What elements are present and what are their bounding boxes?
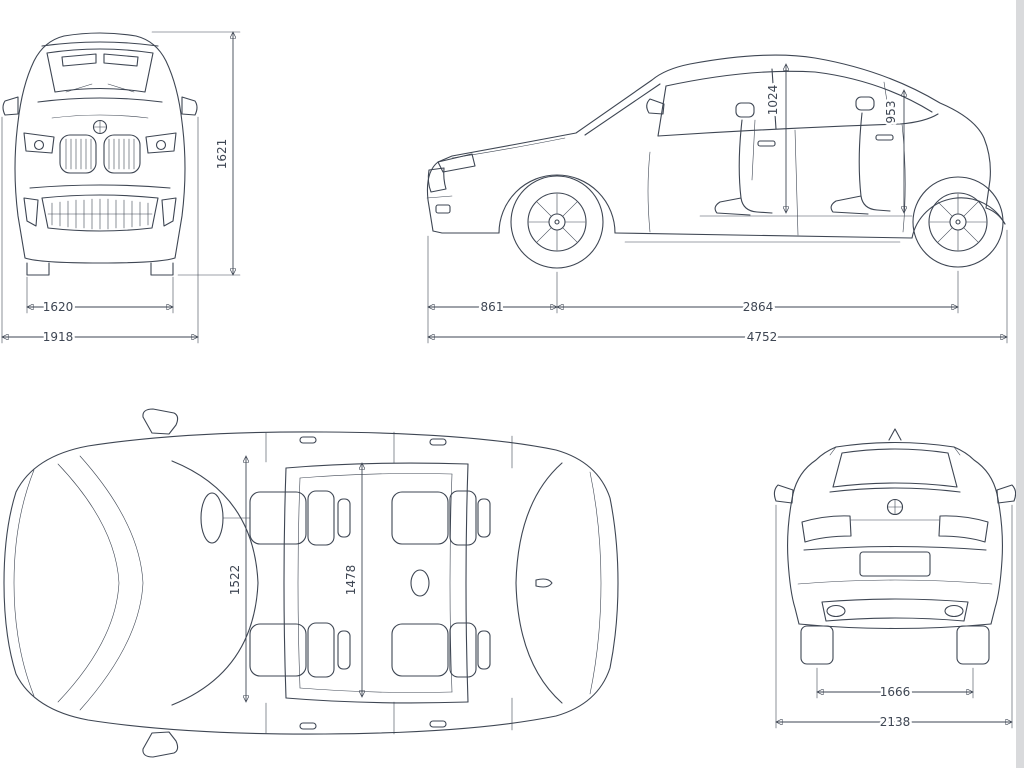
rear-license-plate bbox=[859, 551, 931, 577]
front-width-label: 1918 bbox=[43, 330, 74, 344]
front-roof-line bbox=[41, 41, 159, 47]
front-bmw-logo bbox=[92, 119, 108, 135]
rear-roof-line bbox=[835, 441, 955, 448]
rear-window bbox=[832, 448, 958, 488]
side-front-wheel bbox=[510, 175, 604, 269]
top-right-mirror bbox=[142, 731, 179, 758]
top-hatch-line bbox=[589, 471, 602, 695]
side-glasshouse bbox=[584, 68, 939, 137]
front-wheels bbox=[26, 262, 174, 276]
top-sunroof bbox=[297, 473, 453, 693]
rear-dimensions: 1666 2138 bbox=[775, 504, 1013, 732]
front-lower-intake bbox=[41, 194, 159, 232]
front-sun-visors bbox=[61, 53, 139, 67]
side-overhang-label: 861 bbox=[481, 300, 504, 314]
front-kidney-grille bbox=[59, 134, 141, 174]
top-door-handles bbox=[299, 436, 447, 730]
front-side-scoops bbox=[23, 197, 177, 227]
top-hood-lines bbox=[57, 455, 144, 711]
side-front-headroom-label: 1024 bbox=[766, 85, 780, 116]
front-dimensions: 1621 1620 1918 bbox=[1, 31, 241, 347]
top-front-width-label: 1522 bbox=[228, 565, 242, 596]
side-front-headrest bbox=[735, 102, 755, 118]
front-windshield bbox=[46, 48, 154, 93]
rear-right-mirror bbox=[996, 484, 1017, 504]
side-body-outline bbox=[426, 54, 991, 232]
side-seats bbox=[699, 96, 913, 217]
rear-tailgate-line bbox=[829, 487, 961, 493]
side-rear-wheel-arch bbox=[911, 197, 1006, 239]
side-rear-headrest bbox=[855, 96, 875, 111]
side-underbody bbox=[432, 174, 1006, 243]
side-door-lines bbox=[647, 123, 906, 236]
top-mirrors bbox=[142, 408, 179, 758]
front-hood-lines bbox=[37, 97, 163, 119]
top-door-lines bbox=[265, 431, 513, 735]
side-wheelbase-label: 2864 bbox=[743, 300, 774, 314]
rear-track-label: 1666 bbox=[880, 685, 911, 699]
side-length-label: 4752 bbox=[747, 330, 778, 344]
side-door-handles bbox=[757, 134, 894, 147]
rear-view: 1666 2138 bbox=[773, 428, 1017, 732]
rear-mirrors bbox=[773, 484, 1017, 504]
rear-left-mirror bbox=[773, 484, 794, 504]
top-rear-width-label: 1478 bbox=[344, 565, 358, 596]
top-interior-dimensions: 1522 1478 bbox=[226, 455, 362, 703]
rear-body-sides bbox=[787, 446, 1003, 630]
top-antenna-fin bbox=[535, 578, 553, 588]
side-front-wheel-arch bbox=[498, 174, 616, 234]
front-bumper-line bbox=[29, 184, 171, 189]
top-front-bumper-line bbox=[13, 469, 35, 697]
rear-bmw-logo bbox=[886, 498, 904, 516]
front-height-label: 1621 bbox=[215, 139, 229, 170]
side-dimensions: 861 2864 4752 bbox=[427, 229, 1008, 347]
rear-wheels bbox=[800, 625, 990, 665]
front-wipers bbox=[65, 83, 135, 93]
rear-exhausts bbox=[826, 604, 964, 618]
front-body-outline bbox=[14, 32, 186, 264]
rear-trunk-line bbox=[803, 545, 987, 551]
top-center-console bbox=[410, 569, 430, 597]
front-right-mirror bbox=[181, 96, 198, 116]
side-fog-light bbox=[435, 204, 451, 214]
front-right-headlight bbox=[145, 132, 177, 154]
top-steering-wheel bbox=[200, 492, 251, 544]
side-view: 1024 953 861 2864 4752 bbox=[426, 54, 1008, 347]
top-windshield bbox=[171, 460, 259, 706]
side-front-details bbox=[426, 137, 566, 214]
side-rear-headroom-label: 953 bbox=[884, 101, 898, 124]
front-view: 1621 1620 1918 bbox=[1, 31, 241, 347]
front-left-headlight bbox=[23, 132, 55, 154]
rear-valance bbox=[821, 598, 969, 622]
front-track-label: 1620 bbox=[43, 300, 74, 314]
rear-width-label: 2138 bbox=[880, 715, 911, 729]
top-roof-panel bbox=[283, 462, 469, 704]
top-view: 1522 1478 bbox=[3, 408, 619, 758]
top-left-mirror bbox=[142, 408, 179, 435]
side-mirror bbox=[646, 98, 665, 115]
right-edge-strip bbox=[1016, 0, 1024, 768]
rear-antenna-fin bbox=[888, 428, 902, 441]
side-rear-wheel bbox=[912, 176, 1004, 268]
rear-bumper-line bbox=[797, 579, 993, 585]
rear-spoiler-lines bbox=[829, 446, 961, 456]
side-interior-dimensions: 1024 953 bbox=[764, 63, 904, 214]
top-body-outline bbox=[3, 431, 619, 735]
rear-taillights bbox=[801, 515, 989, 543]
front-left-mirror bbox=[2, 96, 19, 116]
top-rear-window bbox=[515, 462, 563, 704]
top-seats bbox=[249, 490, 491, 678]
side-grille bbox=[427, 167, 447, 193]
